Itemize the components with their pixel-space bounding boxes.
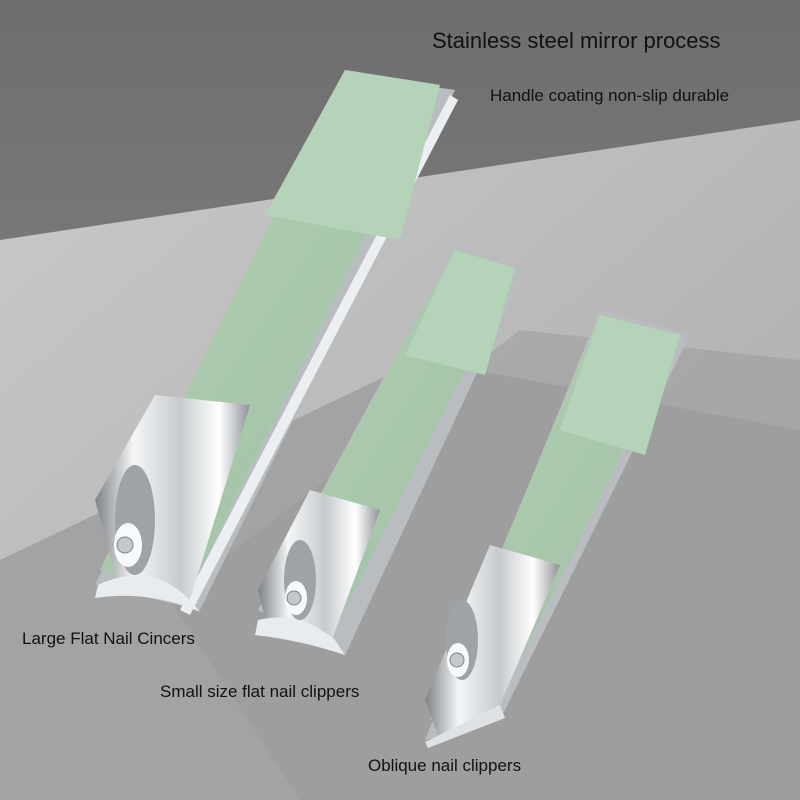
oblique-nail-clipper	[425, 310, 690, 748]
steel-lever	[425, 545, 560, 740]
large-nail-clipper	[95, 70, 458, 615]
headline: Stainless steel mirror process	[432, 28, 721, 53]
large-clipper-label: Large Flat Nail Cincers	[22, 629, 195, 648]
subheadline: Handle coating non-slip durable	[490, 86, 730, 105]
small-nail-clipper	[255, 245, 525, 655]
small-clipper-label: Small size flat nail clippers	[160, 682, 360, 701]
oblique-clipper-label: Oblique nail clippers	[368, 756, 522, 775]
